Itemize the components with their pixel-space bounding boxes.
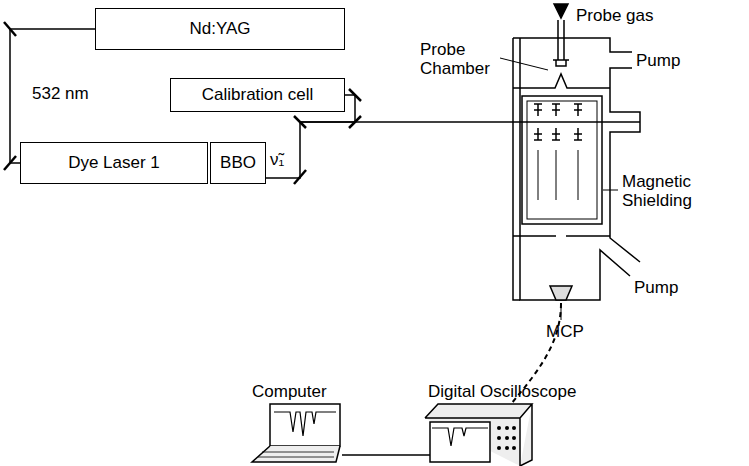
box-text: Calibration cell (196, 85, 320, 105)
electrode (534, 104, 542, 140)
laptop-base (252, 446, 340, 462)
instrument-label: Computer (252, 382, 327, 401)
chamber-wall (513, 38, 640, 300)
oscilloscope-body (425, 404, 532, 466)
gas-line (558, 20, 564, 60)
wavelength-label: 532 nm (30, 84, 91, 104)
nozzle (553, 60, 569, 66)
electrode (574, 104, 582, 140)
computer-cable (342, 454, 440, 456)
detector-label: MCP (546, 322, 584, 341)
instrument-label: Digital Oscilloscope (428, 382, 576, 401)
magnetic-shielding-inner (527, 101, 597, 219)
electrode (552, 104, 560, 140)
pump-label: Pump (636, 51, 680, 70)
box-text: Dye Laser 1 (62, 153, 166, 173)
gas-arrow (554, 4, 568, 18)
mcp-detector (550, 286, 572, 300)
oscilloscope-screen (430, 422, 490, 462)
laser-box: Nd:YAG (95, 8, 345, 50)
signal-cable (498, 303, 561, 420)
magnetic-shielding (522, 96, 602, 224)
laptop-screen (270, 404, 340, 446)
electrode (538, 150, 578, 200)
beam-label: ν̃₁ (270, 150, 284, 169)
leader-line (500, 58, 548, 70)
aperture (513, 235, 610, 237)
oscilloscope-trace (432, 428, 488, 446)
cell-box: Calibration cell (170, 78, 345, 112)
box-text: Nd:YAG (183, 19, 256, 39)
laptop-keys (258, 452, 334, 457)
chamber-label: Probe Chamber (420, 40, 500, 78)
pump-label: Pump (634, 278, 678, 297)
shielding-label: Magnetic Shielding (622, 172, 712, 210)
gas-label: Probe gas (576, 6, 654, 25)
skimmer (513, 74, 610, 88)
crystal-box: BBO (210, 142, 266, 184)
leader-line (603, 190, 618, 191)
laser-box: Dye Laser 1 (20, 142, 208, 184)
box-text: BBO (214, 153, 262, 173)
oscilloscope-knobs (497, 426, 516, 450)
chamber-wall (513, 38, 520, 300)
laptop-spectrum (274, 412, 336, 436)
